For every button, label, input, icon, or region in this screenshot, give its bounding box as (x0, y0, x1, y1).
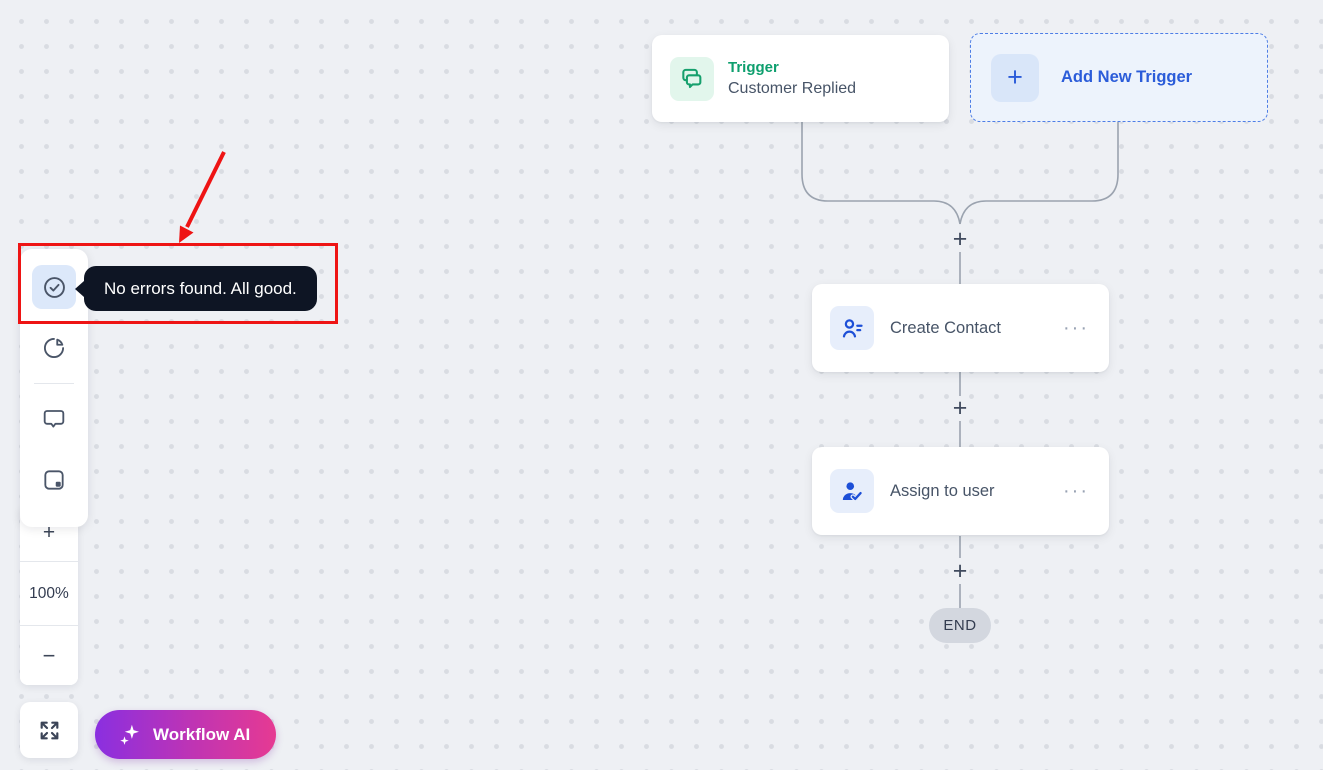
plus-icon: + (991, 53, 1039, 102)
zoom-level: 100% (20, 561, 78, 626)
add-new-trigger-label: Add New Trigger (1061, 68, 1193, 86)
action-node-assign-to-user[interactable]: Assign to user ··· (812, 447, 1109, 535)
action-node-label: Create Contact (890, 318, 1001, 337)
chat-bubbles-icon (670, 56, 714, 101)
expand-icon (40, 721, 58, 739)
chat-bubble-icon (43, 410, 65, 428)
workflow-ai-button[interactable]: Workflow AI (95, 710, 277, 759)
tooltip-arrow (75, 280, 84, 297)
canvas-toolbar (20, 249, 88, 527)
add-step-button-bottom[interactable]: + (952, 556, 968, 585)
fullscreen-button[interactable] (20, 702, 78, 758)
notes-button[interactable] (32, 458, 76, 502)
tooltip-text: No errors found. All good. (104, 278, 297, 298)
zoom-out-button[interactable]: − (20, 626, 78, 685)
add-new-trigger-button[interactable]: + Add New Trigger (970, 33, 1268, 122)
assign-user-check-icon (830, 469, 874, 513)
node-menu-icon[interactable]: ··· (1063, 317, 1089, 339)
toolbar-divider (34, 383, 74, 384)
add-step-button-top[interactable]: + (952, 224, 968, 253)
add-step-button-middle[interactable]: + (952, 393, 968, 422)
trigger-node[interactable]: Trigger Customer Replied (652, 35, 949, 122)
end-badge: END (929, 608, 991, 643)
node-menu-icon[interactable]: ··· (1063, 480, 1089, 502)
stats-button[interactable] (32, 326, 76, 370)
comments-button[interactable] (32, 397, 76, 441)
action-node-label: Assign to user (890, 481, 995, 500)
validation-check-button[interactable] (32, 265, 76, 309)
trigger-node-subtitle: Customer Replied (728, 79, 857, 97)
validation-tooltip: No errors found. All good. (75, 266, 317, 311)
zoom-controls: + 100% − (20, 505, 78, 685)
contact-card-icon (830, 306, 874, 350)
action-node-create-contact[interactable]: Create Contact ··· (812, 284, 1109, 372)
check-circle-icon (43, 276, 65, 298)
sparkles-icon (120, 724, 139, 745)
workflow-ai-label: Workflow AI (153, 724, 251, 744)
sticky-note-icon (44, 470, 64, 490)
pie-chart-icon (43, 337, 65, 359)
trigger-node-title: Trigger (728, 58, 779, 76)
trigger-node-text: Trigger Customer Replied (728, 58, 856, 100)
